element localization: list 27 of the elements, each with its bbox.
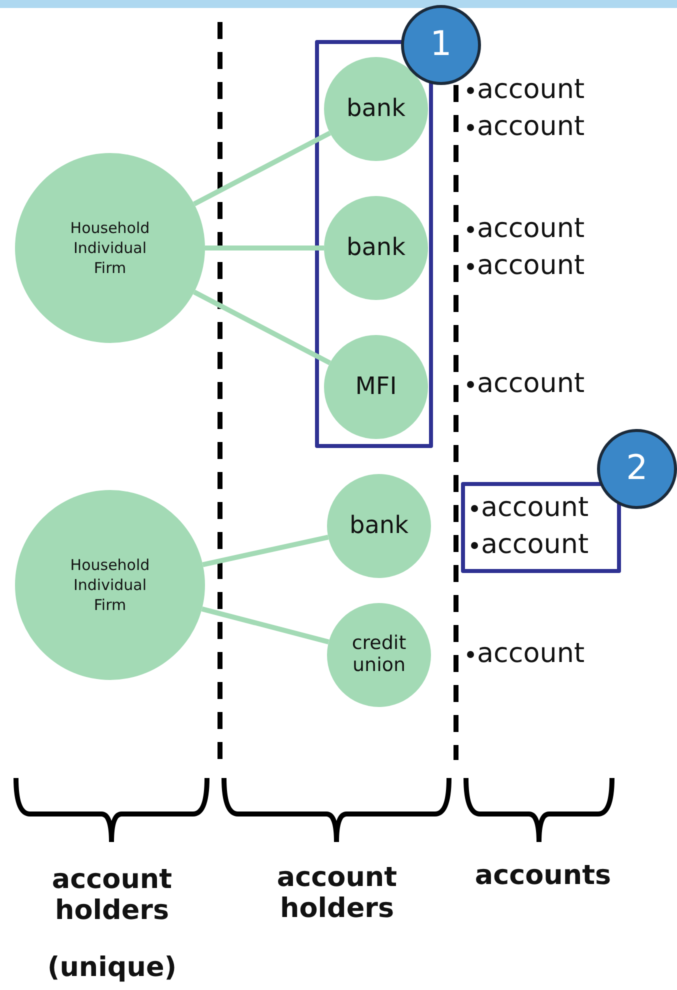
node-label: MFI [354,373,398,401]
account-text: account [477,76,585,103]
badge-number: 1 [429,23,453,66]
account-text: account [481,531,589,558]
column-caption: (unique) [46,952,178,984]
connector-line [201,606,330,644]
account-text: account [477,215,585,242]
connector-line [193,130,332,206]
node-label: Household Individual Firm [69,218,151,278]
column-caption: account holders [276,862,398,924]
node-label: bank [348,512,410,540]
column-caption: account holders [50,864,174,926]
connector-line [202,534,329,568]
connector-line [193,290,332,366]
connector-line [205,246,324,250]
node-label: credit union [350,633,408,677]
account-text: account [481,494,589,521]
node-label: bank [345,234,407,262]
node-label: bank [345,95,407,123]
account-text: account [477,370,585,397]
account-text: account [477,113,585,140]
account-text: account [477,252,585,279]
column-caption: accounts [474,860,612,892]
node-label: Household Individual Firm [69,554,151,616]
account-text: account [477,640,585,667]
badge-number: 2 [625,447,649,490]
highlight-box [315,40,433,448]
